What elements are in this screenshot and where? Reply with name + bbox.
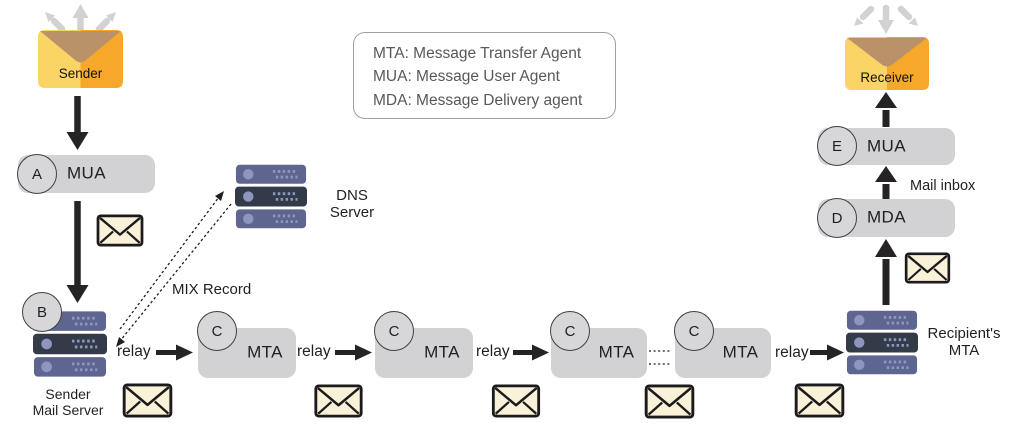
recipient-mta-server-icon xyxy=(846,308,918,378)
node-mua-e: E MUA xyxy=(817,126,955,166)
relay-label-1: relay xyxy=(117,343,151,360)
sender-label: Sender xyxy=(58,66,103,81)
dashed-arrow-server-to-dns xyxy=(119,191,224,330)
receiver-envelope-icon: Receiver xyxy=(845,37,929,90)
mail-icon xyxy=(903,252,952,284)
node-mta-2-label: MTA xyxy=(424,342,460,362)
recipient-mta-label: Recipient's MTA xyxy=(927,325,1001,359)
dns-server-label: DNS Server xyxy=(329,187,375,221)
arrow-mda-to-mua xyxy=(875,166,897,199)
step-badge-c3: C xyxy=(550,311,590,351)
receiver-incoming-arrows-icon xyxy=(854,4,918,34)
arrow-sender-to-mua xyxy=(66,96,89,150)
receiver-label: Receiver xyxy=(860,70,914,85)
node-mta-4-label: MTA xyxy=(722,342,759,362)
mail-icon xyxy=(793,383,846,418)
sender-mail-server-icon xyxy=(33,311,107,378)
node-mta-3-label: MTA xyxy=(598,342,635,362)
step-badge-d: D xyxy=(817,198,857,238)
arrow-relay-2 xyxy=(335,344,372,361)
step-badge-b: B xyxy=(22,292,62,332)
step-badge-c1: C xyxy=(197,311,237,351)
relay-label-3: relay xyxy=(476,343,510,360)
legend-line-mta: MTA: Message Transfer Agent xyxy=(373,45,582,62)
node-mda-d: D MDA xyxy=(817,198,955,238)
legend-line-mua: MUA: Message User Agent xyxy=(373,68,560,86)
node-mta-2: C MTA xyxy=(374,311,473,378)
node-mta-1-label: MTA xyxy=(247,342,283,362)
mail-inbox-label: Mail inbox xyxy=(910,178,976,194)
arrow-mua-to-receiver xyxy=(875,92,897,127)
node-mua-a: A MUA xyxy=(17,154,155,194)
mail-icon xyxy=(95,214,145,247)
step-badge-a: A xyxy=(17,154,57,194)
node-mda-d-label: MDA xyxy=(867,207,906,227)
sender-mail-server-label: Sender Mail Server xyxy=(32,386,104,418)
dns-server-icon xyxy=(235,162,307,232)
arrow-relay-3 xyxy=(513,344,549,361)
arrow-relay-4 xyxy=(810,344,844,361)
legend-line-mda: MDA: Message Delivery agent xyxy=(373,91,583,109)
mail-icon xyxy=(313,384,364,418)
sender-broadcast-arrows-icon xyxy=(45,4,116,34)
mail-icon xyxy=(122,383,173,418)
sender-envelope-icon: Sender xyxy=(38,30,123,88)
relay-label-2: relay xyxy=(297,343,331,360)
step-badge-e: E xyxy=(817,126,857,166)
relay-label-4: relay xyxy=(775,344,809,361)
node-mta-3: C MTA xyxy=(550,311,647,378)
mail-icon xyxy=(490,384,542,418)
dotted-continuation xyxy=(649,350,672,365)
arrow-mua-to-mail-server xyxy=(66,201,89,303)
step-badge-c2: C xyxy=(374,311,414,351)
node-mta-4: C MTA xyxy=(674,311,771,378)
arrow-relay-1 xyxy=(156,344,193,361)
node-mua-e-label: MUA xyxy=(867,136,906,156)
node-mta-1: C MTA xyxy=(197,311,296,378)
node-mua-a-label: MUA xyxy=(67,163,106,183)
arrow-recipient-mta-to-mda xyxy=(875,239,897,305)
mail-icon xyxy=(644,384,695,419)
legend-box: MTA: Message Transfer Agent MUA: Message… xyxy=(353,32,616,119)
mix-record-label: MIX Record xyxy=(172,281,252,298)
step-badge-c4: C xyxy=(674,311,714,351)
